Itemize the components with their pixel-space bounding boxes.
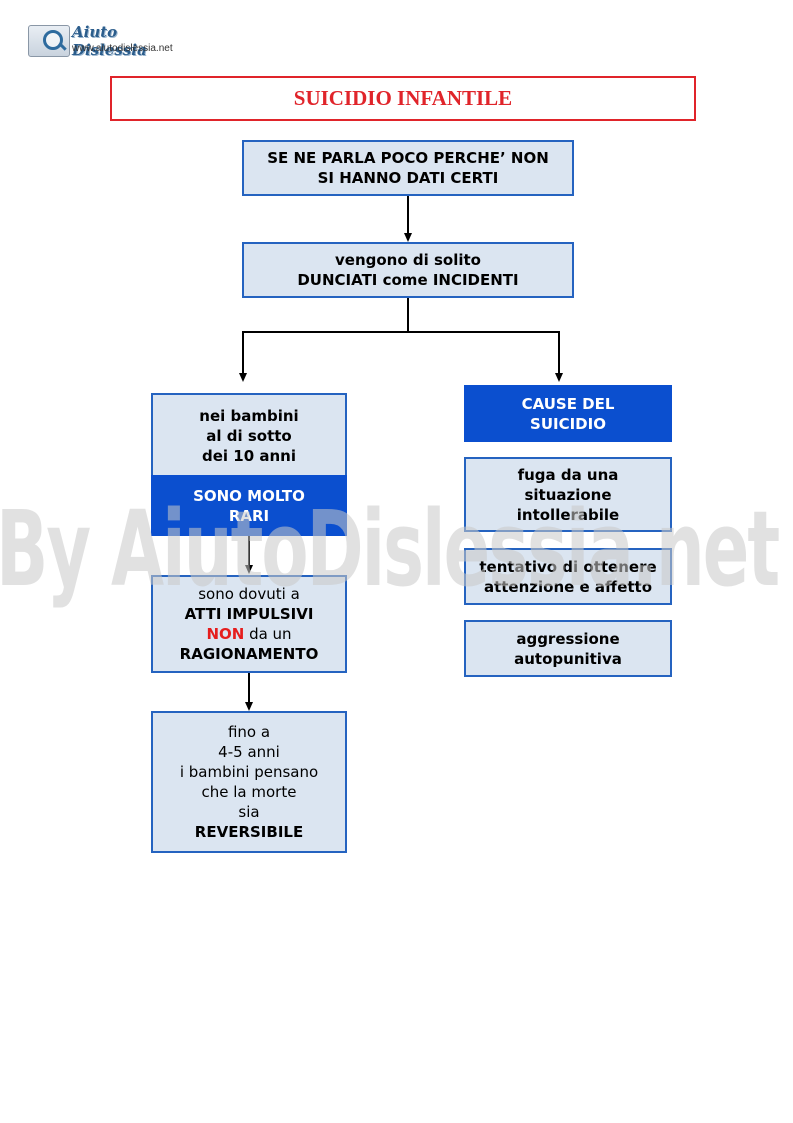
accidents-box: vengono di solito DUNCIATI come INCIDENT… xyxy=(242,242,574,298)
logo-title: Aiuto Dislessia xyxy=(72,23,147,59)
cause-escape-box: fuga da una situazione intollerabile xyxy=(464,457,672,532)
connector-line xyxy=(558,331,560,374)
logo-url: www.aiutodislessia.net xyxy=(72,43,173,54)
arrow-down-icon xyxy=(239,373,247,382)
connector-line xyxy=(242,331,559,333)
impulsive-line3: NON da un xyxy=(206,624,291,644)
arrow-down-icon xyxy=(555,373,563,382)
reversible-line2: 4-5 anni xyxy=(218,743,280,761)
children-under-10-box: nei bambini al di sotto dei 10 anni xyxy=(151,393,347,476)
impulsive-line3-rest: da un xyxy=(244,625,292,643)
arrow-down-icon xyxy=(245,565,253,574)
magnifier-book-icon xyxy=(28,25,70,57)
arrow-down-icon xyxy=(245,702,253,711)
connector-line xyxy=(248,536,250,566)
title-box: SUICIDIO INFANTILE xyxy=(110,76,696,121)
connector-line xyxy=(407,196,409,234)
cause-attention-line1: tentativo di ottenere xyxy=(479,557,657,576)
accidents-line1: vengono di solito xyxy=(335,251,481,269)
causes-line1: CAUSE DEL xyxy=(521,394,615,413)
causes-header-box: CAUSE DEL SUICIDIO xyxy=(464,385,672,442)
cause-attention-line2: attenzione e affetto xyxy=(483,577,653,596)
no-data-line1: SE NE PARLA POCO PERCHE’ NON xyxy=(267,149,549,167)
very-rare-box: SONO MOLTO RARI xyxy=(151,475,347,536)
reversible-line5: sia xyxy=(238,803,260,821)
reversible-line4: che la morte xyxy=(201,783,297,801)
connector-line xyxy=(242,331,244,374)
cause-escape-line1: fuga da una xyxy=(517,465,619,484)
no-data-line2: SI HANNO DATI CERTI xyxy=(317,169,499,187)
non-highlight: NON xyxy=(206,625,245,643)
children-line1: nei bambini xyxy=(199,406,299,425)
reversible-line3: i bambini pensano xyxy=(179,763,319,781)
connector-line xyxy=(248,673,250,703)
cause-aggression-line2: autopunitiva xyxy=(514,649,622,668)
arrow-down-icon xyxy=(404,233,412,242)
rare-line2: RARI xyxy=(228,506,270,525)
accidents-line2: DUNCIATI come INCIDENTI xyxy=(297,271,519,289)
impulsive-acts-box: sono dovuti a ATTI IMPULSIVI NON da un R… xyxy=(151,575,347,673)
cause-aggression-line1: aggressione xyxy=(516,629,620,648)
causes-line2: SUICIDIO xyxy=(530,414,606,433)
cause-attention-box: tentativo di ottenere attenzione e affet… xyxy=(464,548,672,605)
reversible-line1: fino a xyxy=(227,723,271,741)
no-data-box: SE NE PARLA POCO PERCHE’ NON SI HANNO DA… xyxy=(242,140,574,196)
cause-escape-line3: intollerabile xyxy=(516,505,620,524)
site-logo[interactable]: Aiuto Dislessia www.aiutodislessia.net xyxy=(28,23,188,59)
impulsive-line1: sono dovuti a xyxy=(198,585,300,603)
page-title: SUICIDIO INFANTILE xyxy=(293,86,513,110)
connector-line xyxy=(407,298,409,332)
impulsive-line4: RAGIONAMENTO xyxy=(179,645,319,663)
reversible-line6: REVERSIBILE xyxy=(194,823,304,841)
cause-escape-line2: situazione xyxy=(524,485,612,504)
cause-aggression-box: aggressione autopunitiva xyxy=(464,620,672,677)
reversible-death-box: fino a 4-5 anni i bambini pensano che la… xyxy=(151,711,347,853)
impulsive-line2: ATTI IMPULSIVI xyxy=(184,605,314,623)
rare-line1: SONO MOLTO xyxy=(193,486,305,505)
children-line3: dei 10 anni xyxy=(202,446,296,465)
children-line2: al di sotto xyxy=(206,426,292,445)
